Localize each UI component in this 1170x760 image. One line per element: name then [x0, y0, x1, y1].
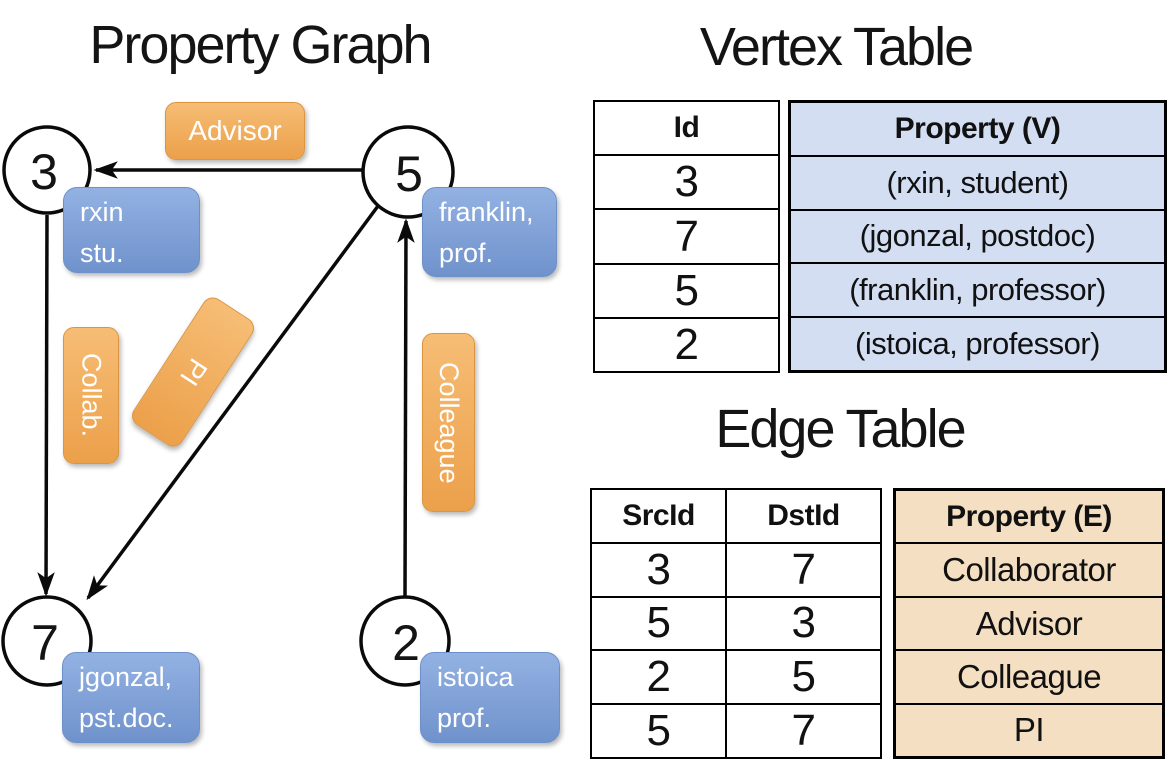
vertex-property-cell: (franklin, professor) — [791, 262, 1164, 316]
node-3-prop-line-2: stu. — [80, 237, 124, 268]
edge-property-header-cell: Property (E) — [946, 499, 1112, 533]
edge-table-property-column: Property (E) Collaborator Advisor Collea… — [893, 488, 1165, 759]
edge-table-title: Edge Table — [715, 399, 966, 459]
edge-colleague-2-to-5 — [397, 218, 415, 598]
vertex-id-cell: 2 — [595, 316, 778, 371]
edge-table-ids-grid: SrcId 3 5 2 5 DstId 7 3 5 7 — [590, 488, 882, 759]
vertex-id-cell: 5 — [595, 262, 778, 317]
node-5-id: 5 — [395, 146, 423, 202]
node-2-id: 2 — [392, 615, 420, 671]
node-2-prop-line-2: prof. — [437, 702, 492, 733]
edge-property-cell: Collaborator — [896, 542, 1162, 595]
node-7-prop-line-2: pst.doc. — [79, 702, 174, 733]
advisor-edge-label-text: Advisor — [188, 115, 282, 146]
node-3-properties-box: rxin stu. — [63, 187, 200, 273]
dstid-cell: 5 — [727, 649, 880, 703]
node-3-prop-line-1: rxin — [80, 197, 124, 227]
node-2-properties-box: istoica prof. — [420, 652, 560, 743]
srcid-cell: 3 — [592, 541, 725, 596]
vertex-property-cell: (jgonzal, postdoc) — [791, 208, 1164, 263]
srcid-cell: 5 — [592, 703, 725, 757]
node-5-prop-line-1: franklin, — [439, 197, 534, 227]
srcid-header-cell: SrcId — [622, 498, 695, 532]
edge-table-dstid-column: DstId 7 3 5 7 — [725, 490, 880, 757]
node-3-id: 3 — [30, 144, 58, 200]
vertex-property-cell: (rxin, student) — [791, 154, 1164, 209]
vertex-id-cell: 7 — [595, 208, 778, 262]
node-7-id: 7 — [31, 615, 59, 671]
collab-edge-label: Collab. — [63, 327, 119, 464]
colleague-edge-label: Colleague — [422, 333, 475, 512]
advisor-edge-label: Advisor — [165, 102, 305, 160]
vertex-property-cell: (istoica, professor) — [791, 316, 1164, 370]
node-7-prop-line-1: jgonzal, — [79, 662, 173, 692]
node-7-properties-box: jgonzal, pst.doc. — [62, 652, 200, 743]
edge-property-cell: PI — [896, 702, 1162, 756]
vertex-id-cell: 3 — [595, 154, 778, 208]
pi-edge-label-text: PI — [173, 353, 213, 392]
vertex-id-header-cell: Id — [673, 111, 700, 145]
vertex-table-title: Vertex Table — [699, 17, 974, 77]
property-graph-title: Property Graph — [89, 15, 432, 75]
collab-edge-label-text: Collab. — [76, 353, 107, 438]
edge-pi-5-to-7 — [86, 204, 380, 601]
dstid-cell: 7 — [727, 541, 880, 596]
vertex-table-id-column: Id 3 7 5 2 — [593, 100, 780, 373]
dstid-cell: 3 — [727, 595, 880, 650]
vertex-property-header-cell: Property (V) — [894, 111, 1061, 145]
vertex-table-property-column: Property (V) (rxin, student) (jgonzal, p… — [788, 100, 1167, 373]
edge-collab-3-to-7 — [37, 214, 55, 597]
edge-property-cell: Advisor — [896, 595, 1162, 649]
srcid-cell: 5 — [592, 595, 725, 650]
node-2-prop-line-1: istoica — [437, 662, 514, 692]
colleague-edge-label-text: Colleague — [434, 361, 464, 484]
node-5-properties-box: franklin, prof. — [422, 187, 557, 277]
edge-property-cell: Colleague — [896, 649, 1162, 702]
srcid-cell: 2 — [592, 649, 725, 703]
edge-table-srcid-column: SrcId 3 5 2 5 — [592, 490, 725, 757]
dstid-header-cell: DstId — [767, 498, 840, 532]
dstid-cell: 7 — [727, 703, 880, 757]
node-5-prop-line-2: prof. — [439, 237, 494, 268]
